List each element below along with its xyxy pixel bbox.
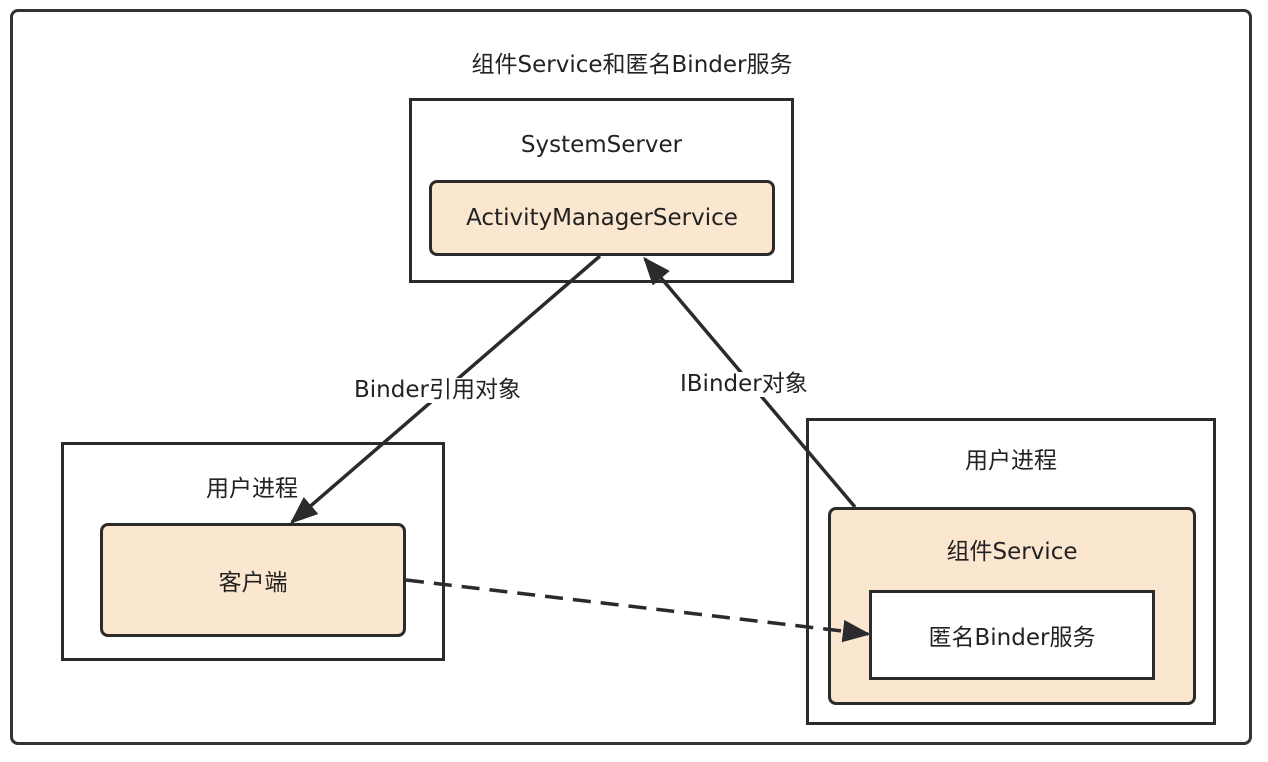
component-service-label: 组件Service bbox=[946, 539, 1078, 565]
anonymous-binder-label: 匿名Binder服务 bbox=[928, 625, 1096, 651]
activity-manager-service-node: ActivityManagerService bbox=[429, 180, 775, 256]
system-server-label: SystemServer bbox=[520, 132, 683, 158]
activity-manager-service-label: ActivityManagerService bbox=[466, 205, 738, 231]
diagram-title: 组件Service和匿名Binder服务 bbox=[471, 52, 793, 78]
client-node: 客户端 bbox=[100, 523, 406, 637]
service-process-label: 用户进程 bbox=[965, 448, 1057, 474]
client-label: 客户端 bbox=[218, 570, 288, 596]
client-process-label: 用户进程 bbox=[206, 476, 298, 502]
ibinder-edge-label: IBinder对象 bbox=[678, 371, 810, 398]
anonymous-binder-node: 匿名Binder服务 bbox=[869, 590, 1155, 680]
binder-ref-edge-label: Binder引用对象 bbox=[352, 377, 523, 404]
